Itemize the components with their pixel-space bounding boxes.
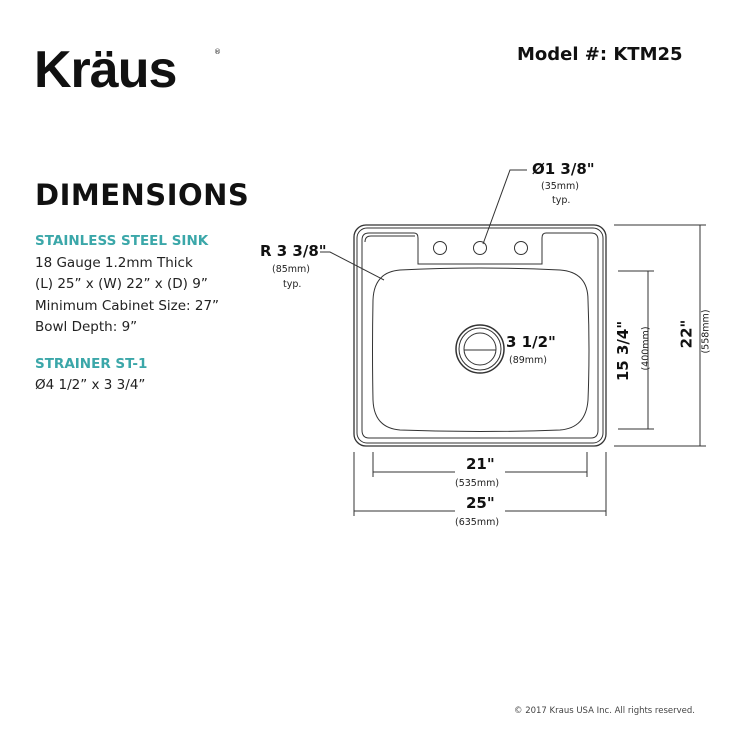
drain-outer bbox=[455, 324, 505, 374]
radius-note: typ. bbox=[283, 279, 302, 290]
overall-width-label: 25" bbox=[466, 494, 495, 512]
hole-diameter-note: typ. bbox=[552, 195, 571, 206]
overall-length-label: 22" bbox=[677, 319, 696, 349]
sink-rim bbox=[356, 227, 604, 444]
faucet-hole bbox=[514, 241, 528, 255]
overall-width-metric: (635mm) bbox=[455, 517, 500, 528]
bowl-width-metric: (535mm) bbox=[455, 478, 500, 489]
overall-length-metric: (558mm) bbox=[700, 309, 712, 354]
bowl-length-label: 15 3/4" bbox=[614, 320, 633, 382]
sink-spec-line: Bowl Depth: 9” bbox=[35, 319, 138, 335]
drain-inner bbox=[463, 332, 497, 366]
hole-leader bbox=[482, 169, 527, 245]
sink-spec-line: Minimum Cabinet Size: 27” bbox=[35, 298, 220, 314]
sink-outer-edge bbox=[353, 224, 607, 447]
radius-metric: (85mm) bbox=[272, 264, 311, 275]
sink-bowl bbox=[372, 267, 590, 432]
sink-deck bbox=[361, 232, 599, 439]
hole-diameter-label: Ø1 3/8" bbox=[532, 160, 595, 178]
drain-metric: (89mm) bbox=[509, 355, 548, 366]
strainer-heading: STRAINER ST-1 bbox=[35, 356, 148, 372]
radius-leader bbox=[320, 251, 385, 281]
faucet-hole bbox=[473, 241, 487, 255]
bowl-width-label: 21" bbox=[466, 455, 495, 473]
sink-heading: STAINLESS STEEL SINK bbox=[35, 233, 209, 249]
copyright: © 2017 Kraus USA Inc. All rights reserve… bbox=[514, 706, 695, 716]
radius-label: R 3 3/8" bbox=[260, 242, 327, 260]
page-title: DIMENSIONS bbox=[35, 178, 250, 212]
bowl-length-metric: (400mm) bbox=[640, 326, 652, 371]
hole-diameter-metric: (35mm) bbox=[541, 181, 580, 192]
kraus-logo: Kräus bbox=[34, 41, 177, 99]
model-number: Model #: KTM25 bbox=[517, 44, 683, 65]
drain-label: 3 1/2" bbox=[506, 333, 556, 351]
sink-spec-line: (L) 25” x (W) 22” x (D) 9” bbox=[35, 276, 208, 292]
sink-spec-line: 18 Gauge 1.2mm Thick bbox=[35, 255, 193, 271]
faucet-hole bbox=[433, 241, 447, 255]
registered-mark: ® bbox=[214, 48, 221, 56]
strainer-spec-line: Ø4 1/2” x 3 3/4” bbox=[35, 377, 146, 393]
